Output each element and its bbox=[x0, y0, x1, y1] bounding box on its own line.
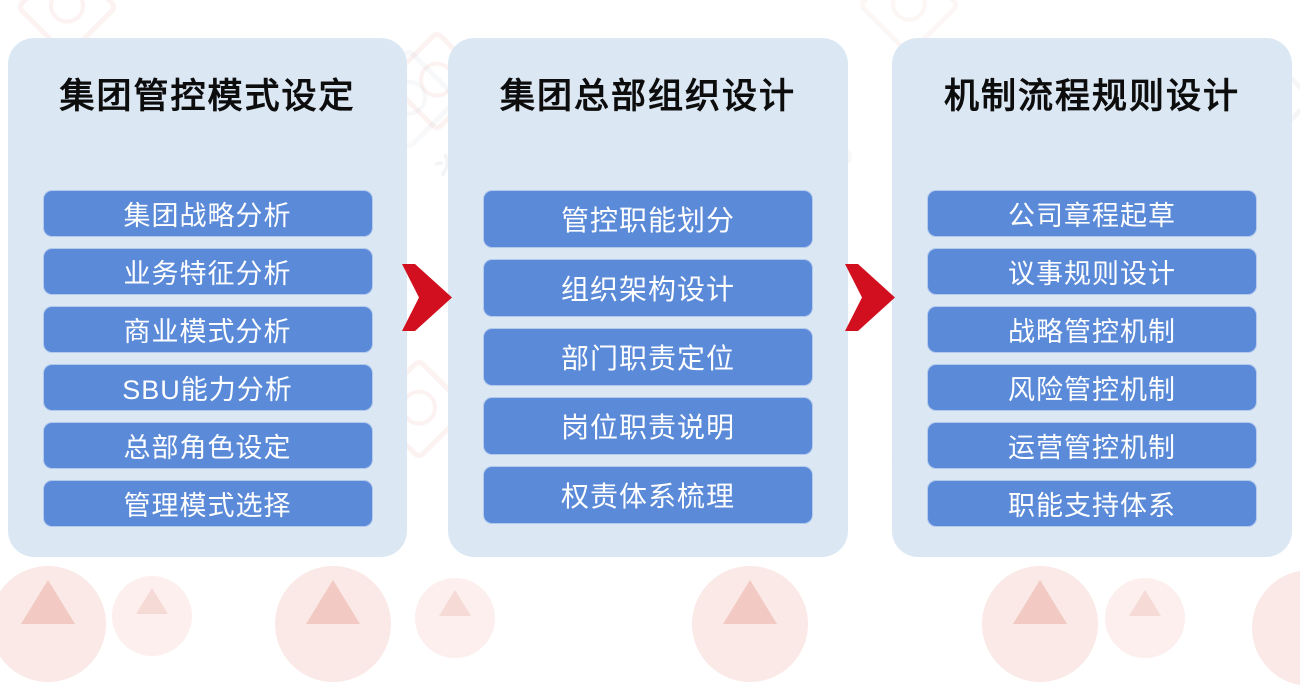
watermark-circle bbox=[692, 566, 808, 682]
step-item[interactable]: 权责体系梳理 bbox=[483, 466, 813, 524]
watermark-peak bbox=[306, 580, 360, 624]
column-title: 集团管控模式设定 bbox=[59, 77, 356, 116]
column-panel-org-design: 集团总部组织设计 管控职能划分 组织架构设计 部门职责定位 岗位职责说明 权责体… bbox=[448, 38, 848, 557]
step-item[interactable]: 风险管控机制 bbox=[927, 364, 1257, 411]
column-panel-rules-design: 机制流程规则设计 公司章程起草 议事规则设计 战略管控机制 风险管控机制 运营管… bbox=[892, 38, 1292, 557]
step-item[interactable]: 组织架构设计 bbox=[483, 259, 813, 317]
step-item[interactable]: 集团战略分析 bbox=[42, 190, 373, 237]
column-title: 集团总部组织设计 bbox=[499, 77, 796, 116]
watermark-peak bbox=[21, 580, 75, 624]
step-item[interactable]: SBU能力分析 bbox=[42, 364, 373, 411]
watermark-peak bbox=[136, 588, 168, 614]
watermark-circle bbox=[415, 578, 495, 658]
step-item[interactable]: 议事规则设计 bbox=[927, 248, 1257, 295]
step-list: 集团战略分析 业务特征分析 商业模式分析 SBU能力分析 总部角色设定 管理模式… bbox=[8, 190, 407, 527]
watermark-circle bbox=[275, 566, 391, 682]
watermark-peak bbox=[723, 580, 777, 624]
column-title: 机制流程规则设计 bbox=[943, 77, 1240, 116]
arrow-right-icon bbox=[402, 264, 452, 331]
watermark-peak bbox=[1013, 580, 1067, 624]
watermark-circle bbox=[0, 566, 106, 682]
step-item[interactable]: 公司章程起草 bbox=[927, 190, 1257, 237]
watermark-circle bbox=[1252, 570, 1300, 686]
watermark-circle bbox=[982, 566, 1098, 682]
step-item[interactable]: 运营管控机制 bbox=[927, 422, 1257, 469]
step-item[interactable]: 总部角色设定 bbox=[42, 422, 373, 469]
step-list: 管控职能划分 组织架构设计 部门职责定位 岗位职责说明 权责体系梳理 bbox=[448, 190, 848, 524]
step-list: 公司章程起草 议事规则设计 战略管控机制 风险管控机制 运营管控机制 职能支持体… bbox=[892, 190, 1292, 527]
step-item[interactable]: 商业模式分析 bbox=[42, 306, 373, 353]
arrow-right-icon bbox=[845, 264, 895, 331]
step-item[interactable]: 职能支持体系 bbox=[927, 480, 1257, 527]
step-item[interactable]: 部门职责定位 bbox=[483, 328, 813, 386]
step-item[interactable]: 战略管控机制 bbox=[927, 306, 1257, 353]
watermark-circle bbox=[1105, 578, 1185, 658]
step-item[interactable]: 管理模式选择 bbox=[42, 480, 373, 527]
step-item[interactable]: 岗位职责说明 bbox=[483, 397, 813, 455]
column-panel-model-setting: 集团管控模式设定 集团战略分析 业务特征分析 商业模式分析 SBU能力分析 总部… bbox=[8, 38, 407, 557]
watermark-circle bbox=[112, 576, 192, 656]
watermark-peak bbox=[1129, 590, 1161, 616]
step-item[interactable]: 业务特征分析 bbox=[42, 248, 373, 295]
watermark-peak bbox=[439, 590, 471, 616]
step-item[interactable]: 管控职能划分 bbox=[483, 190, 813, 248]
